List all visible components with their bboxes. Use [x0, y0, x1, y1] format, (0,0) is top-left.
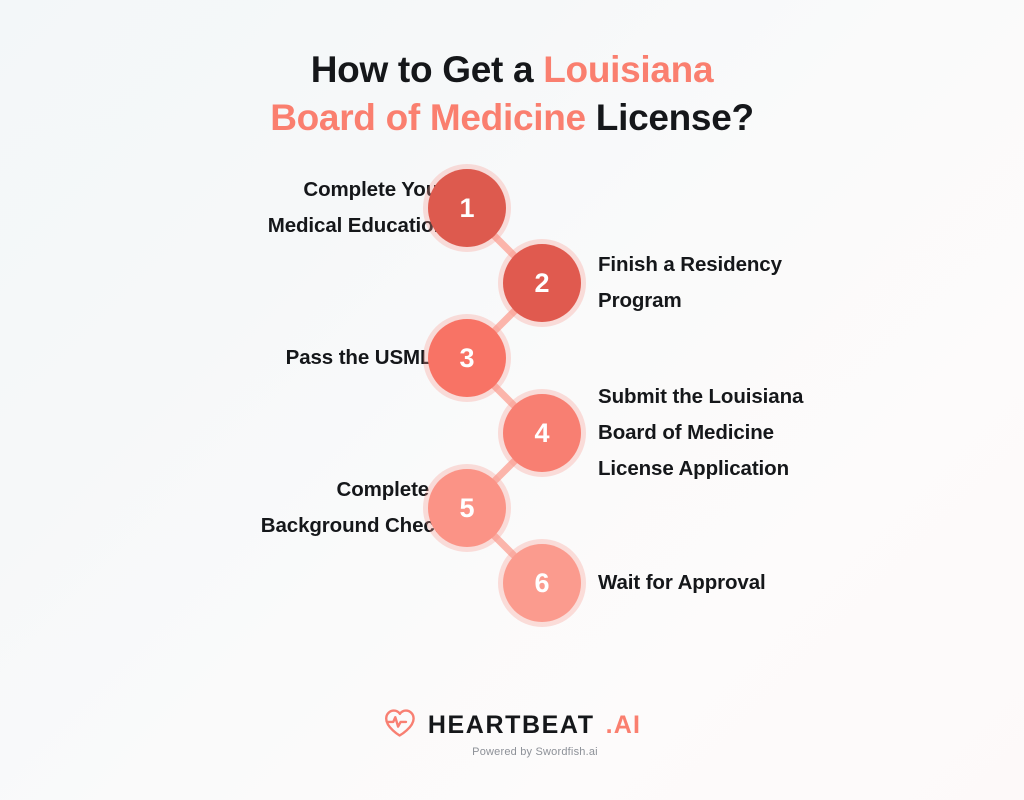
step-number-badge-6: 6 — [503, 544, 581, 622]
footer-branding: HEARTBEAT .AI Powered by Swordfish.ai — [0, 708, 1024, 758]
step-number-badge-2: 2 — [503, 244, 581, 322]
heartbeat-pulse-icon — [383, 708, 417, 743]
step-label-5: Complete a Background Check — [260, 478, 446, 537]
step-label-1: Complete Your Medical Education — [267, 178, 446, 237]
step-number-badge-1: 1 — [428, 169, 506, 247]
step-label-2: Finish a Residency Program — [598, 253, 782, 312]
logo-row: HEARTBEAT .AI — [383, 708, 641, 743]
title-text-accent-board: Board of Medicine — [270, 97, 586, 138]
step-number-badge-3: 3 — [428, 319, 506, 397]
step-label-3: Pass the USMLE — [285, 346, 446, 369]
title-text-accent-state: Louisiana — [543, 49, 714, 90]
step-label-6: Wait for Approval — [598, 571, 766, 594]
page-title-line-1: How to Get a Louisiana — [0, 46, 1024, 94]
brand-tagline: Powered by Swordfish.ai — [472, 746, 598, 758]
title-text-primary: How to Get a — [310, 49, 544, 90]
page-title: How to Get a Louisiana Board of Medicine… — [0, 0, 1024, 142]
step-number-badge-5: 5 — [428, 469, 506, 547]
brand-suffix: .AI — [605, 711, 642, 739]
step-number-badge-4: 4 — [503, 394, 581, 472]
step-2: 2 Finish a Residency Program — [0, 244, 1024, 322]
step-label-4: Submit the Louisiana Board of Medicine L… — [598, 385, 804, 480]
page-title-line-2: Board of Medicine License? — [0, 94, 1024, 142]
brand-name: HEARTBEAT — [427, 711, 595, 739]
title-text-secondary: License? — [585, 97, 754, 138]
step-6: 6 Wait for Approval — [0, 544, 1024, 622]
